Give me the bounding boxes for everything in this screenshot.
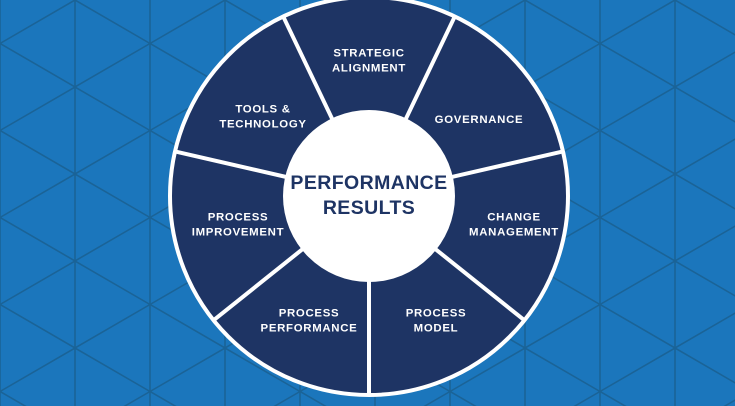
segment-label-line2: TECHNOLOGY xyxy=(219,118,307,130)
segment-label-line1: STRATEGIC xyxy=(333,47,405,60)
segment-label-line1: PROCESS xyxy=(405,307,467,320)
segment-label-process-improvement[interactable]: PROCESS IMPROVEMENT xyxy=(192,211,285,240)
segment-label-governance[interactable]: GOVERNANCE xyxy=(435,113,524,128)
hub-label-line2: RESULTS xyxy=(322,197,416,219)
wheel-group xyxy=(168,0,570,397)
segment-label-line1: PROCESS xyxy=(207,211,269,224)
segment-label-line1: PROCESS xyxy=(278,307,340,320)
segment-label-process-model[interactable]: PROCESS MODEL xyxy=(406,307,467,336)
hub-label-line1: PERFORMANCE xyxy=(290,172,448,194)
segment-label-line1: CHANGE xyxy=(487,211,541,224)
wheel-hub-circle xyxy=(283,110,455,282)
segment-label-line2: IMPROVEMENT xyxy=(191,226,285,238)
hub-label: PERFORMANCE RESULTS xyxy=(290,171,447,221)
segment-label-line1: TOOLS & xyxy=(235,103,291,116)
segment-label-line2: MANAGEMENT xyxy=(469,226,559,238)
segment-label-change-management[interactable]: CHANGE MANAGEMENT xyxy=(469,211,559,240)
segment-label-process-performance[interactable]: PROCESS PERFORMANCE xyxy=(261,307,358,336)
segment-label-line2: ALIGNMENT xyxy=(331,62,407,74)
segment-label-line2: MODEL xyxy=(413,322,459,334)
segment-label-tools-technology[interactable]: TOOLS & TECHNOLOGY xyxy=(219,103,306,132)
segment-label-line2: PERFORMANCE xyxy=(260,322,358,334)
segment-label-line1: GOVERNANCE xyxy=(434,113,524,126)
segment-label-strategic-alignment[interactable]: STRATEGIC ALIGNMENT xyxy=(332,47,406,76)
